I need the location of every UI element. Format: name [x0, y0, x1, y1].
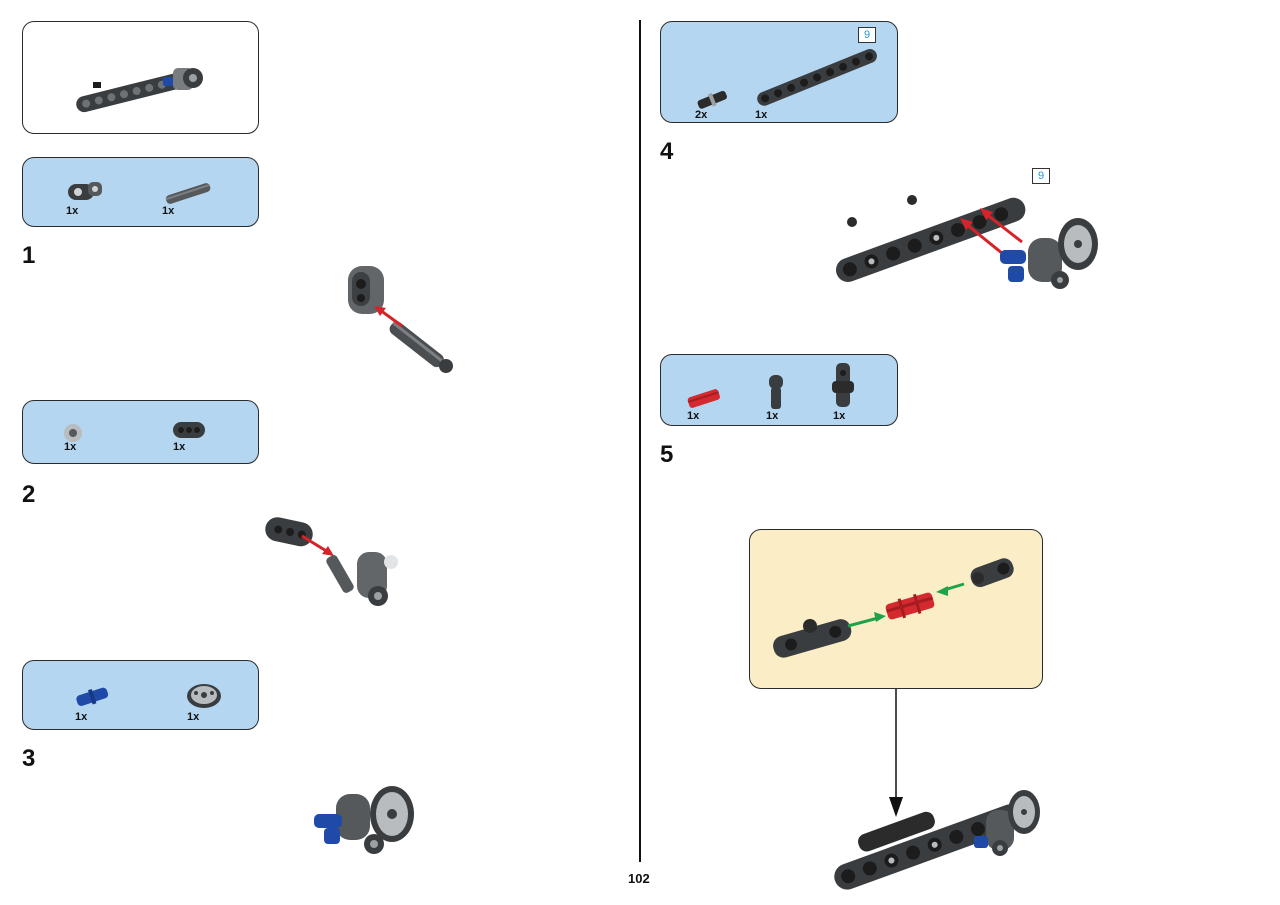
subassembly-box — [749, 529, 1043, 689]
step-number: 1 — [22, 242, 36, 269]
step5-parts-box: 1x 1x 1x — [660, 354, 898, 426]
step-number: 4 — [660, 138, 674, 165]
angle-connector-icon — [68, 182, 102, 200]
blue-axle-pin-icon — [76, 687, 109, 706]
beam-9-icon — [757, 49, 877, 106]
page-number: 102 — [628, 871, 650, 886]
part-qty: 1x — [766, 410, 779, 422]
model-length-badge: 9 — [1032, 168, 1050, 184]
beam-assembly-preview-icon — [76, 68, 203, 113]
step2-parts-box: 1x 1x — [22, 400, 259, 464]
red-axle-2-icon — [687, 389, 720, 408]
bush-icon — [64, 424, 82, 442]
friction-pin-icon — [697, 90, 727, 109]
step2-illustration — [265, 517, 398, 606]
preview-box — [22, 21, 259, 134]
part-qty: 1x — [687, 410, 700, 422]
gear-hub-icon — [187, 684, 221, 708]
callout-arrow — [889, 689, 903, 817]
part-qty: 1x — [75, 711, 88, 723]
part-length-badge: 9 — [858, 27, 876, 43]
part-qty: 1x — [66, 205, 79, 217]
part-qty: 1x — [173, 441, 186, 453]
subassembly-illustration — [773, 558, 1014, 658]
axle-long-icon — [165, 183, 211, 204]
step3-parts-box: 1x 1x — [22, 660, 259, 730]
beam-3-thick-icon — [173, 422, 205, 438]
part-qty: 1x — [755, 109, 768, 121]
part-qty: 1x — [833, 410, 846, 422]
cross-block-icon — [832, 363, 854, 407]
part-qty: 1x — [64, 441, 77, 453]
step1-illustration — [348, 266, 453, 373]
part-qty: 1x — [162, 205, 175, 217]
page-divider — [639, 20, 641, 862]
part-qty: 1x — [187, 711, 200, 723]
step3-illustration — [314, 786, 414, 854]
step5-illustration — [834, 790, 1040, 890]
step-number: 5 — [660, 441, 674, 468]
step-number: 3 — [22, 745, 36, 772]
step4-parts-box: 9 2x 1x — [660, 21, 898, 123]
step1-parts-box: 1x 1x — [22, 157, 259, 227]
connector-icon — [769, 375, 783, 409]
step-number: 2 — [22, 481, 36, 508]
step4-illustration — [835, 195, 1098, 289]
part-qty: 2x — [695, 109, 708, 121]
